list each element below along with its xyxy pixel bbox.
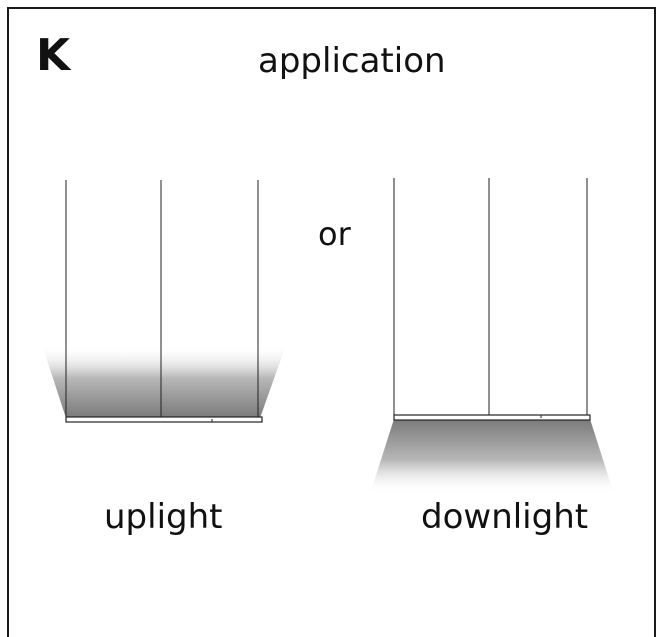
separator-text: or (318, 215, 351, 253)
downlight-fixture-bar (393, 414, 591, 421)
downlight-luminaire (370, 178, 614, 494)
uplight-beam (42, 345, 286, 418)
panel-frame (7, 7, 656, 637)
panel-title: application (258, 41, 446, 81)
panel-letter: K (36, 30, 71, 81)
uplight-fixture-bar (65, 416, 263, 423)
uplight-luminaire (42, 180, 286, 423)
downlight-beam (370, 419, 614, 494)
uplight-caption: uplight (104, 497, 223, 537)
downlight-caption: downlight (421, 497, 589, 537)
